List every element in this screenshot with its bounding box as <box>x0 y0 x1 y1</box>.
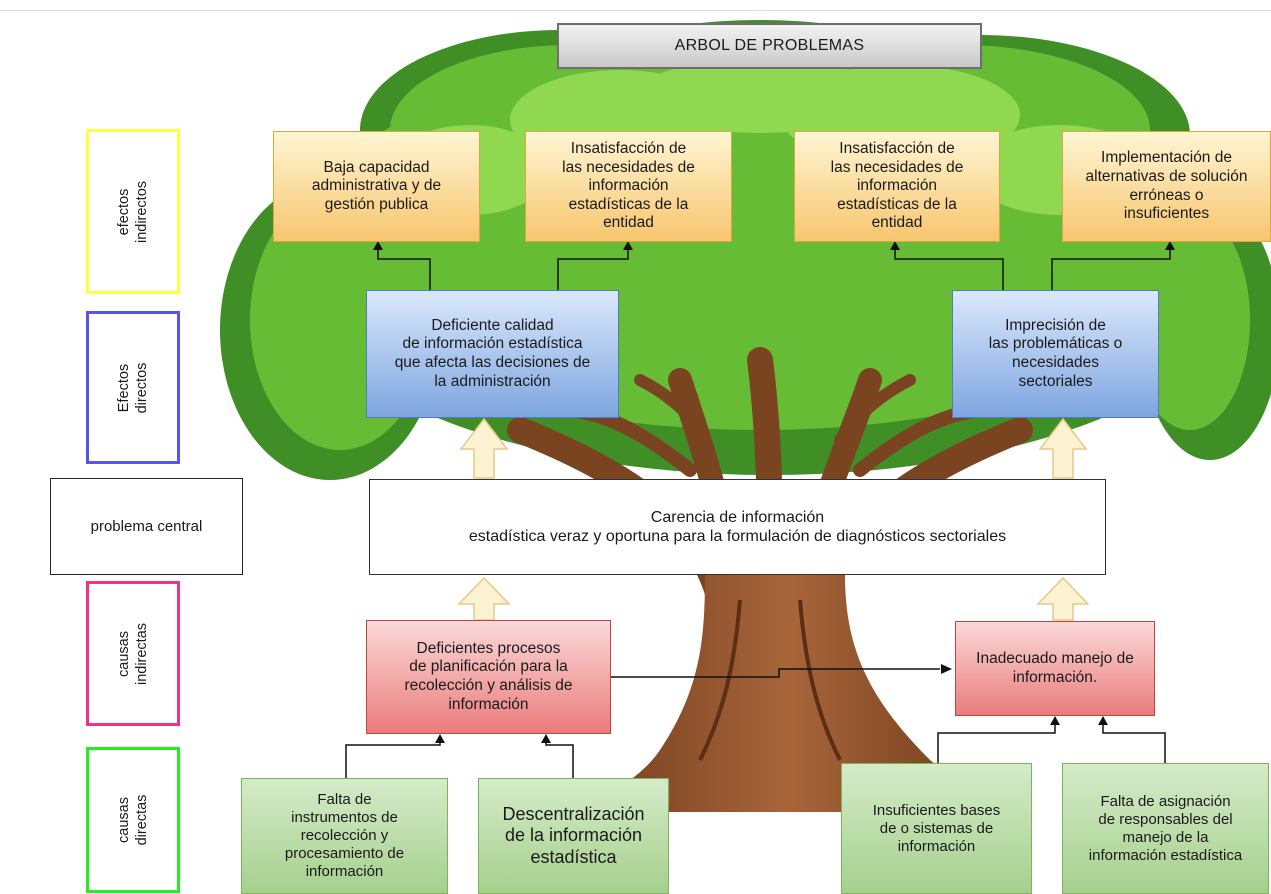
legend-indirect-effects: efectos indirectos <box>86 129 180 294</box>
top-rule <box>0 10 1271 11</box>
legend-indirect-causes-label: causas indirectas <box>115 622 150 685</box>
indirect-effect-box: Implementación de alternativas de soluci… <box>1062 131 1271 242</box>
direct-cause-box: Insuficientes bases de o sistemas de inf… <box>841 763 1032 894</box>
indirect-effect-box: Insatisfacción de las necesidades de inf… <box>525 131 732 242</box>
legend-direct-effects: Efectos directos <box>86 311 180 464</box>
indirect-cause-box: Inadecuado manejo de información. <box>955 621 1155 716</box>
direct-cause-box: Descentralización de la información esta… <box>478 778 669 894</box>
indirect-cause-box: Deficientes procesos de planificación pa… <box>366 620 611 734</box>
legend-direct-causes-label: causas directas <box>115 794 150 846</box>
direct-effect-box: Imprecisión de las problemáticas o neces… <box>952 290 1159 418</box>
direct-effect-box: Deficiente calidad de información estadí… <box>366 290 619 418</box>
diagram-title: ARBOL DE PROBLEMAS <box>557 23 982 69</box>
direct-cause-box: Falta de asignación de responsables del … <box>1062 763 1269 894</box>
legend-indirect-effects-label: efectos indirectos <box>115 180 150 243</box>
legend-central-problem: problema central <box>50 478 243 575</box>
connectors <box>345 247 1171 778</box>
direct-cause-box: Falta de instrumentos de recolección y p… <box>241 778 448 894</box>
arrow-heads <box>373 241 1175 743</box>
up-arrows <box>457 417 1090 621</box>
legend-direct-effects-label: Efectos directos <box>115 362 150 413</box>
indirect-effect-box: Insatisfacción de las necesidades de inf… <box>794 131 1000 242</box>
indirect-effect-box: Baja capacidad administrativa y de gesti… <box>273 131 480 242</box>
trunk <box>570 575 1010 812</box>
legend-indirect-causes: causas indirectas <box>86 581 180 726</box>
central-problem-box: Carencia de información estadística vera… <box>369 479 1106 575</box>
legend-direct-causes: causas directas <box>86 747 180 893</box>
